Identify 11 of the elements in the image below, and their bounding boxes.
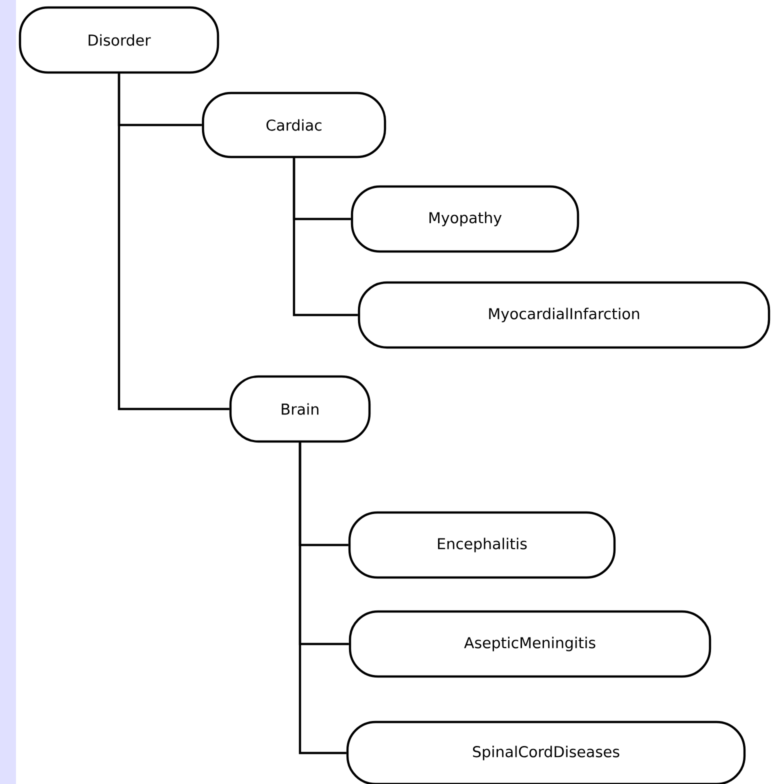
- node-box: MyocardialInfarction: [358, 281, 770, 349]
- node-box: SpinalCordDiseases: [346, 720, 746, 784]
- node-box: Encephalitis: [348, 511, 616, 579]
- connector-line: [298, 442, 346, 754]
- node-box: Brain: [229, 375, 371, 443]
- node-box: Disorder: [18, 6, 220, 74]
- node-box: AsepticMeningitis: [348, 610, 712, 678]
- connector-line: [292, 158, 358, 316]
- connector-line: [118, 74, 230, 410]
- node-box: Cardiac: [202, 92, 386, 158]
- node-box: Myopathy: [350, 185, 580, 253]
